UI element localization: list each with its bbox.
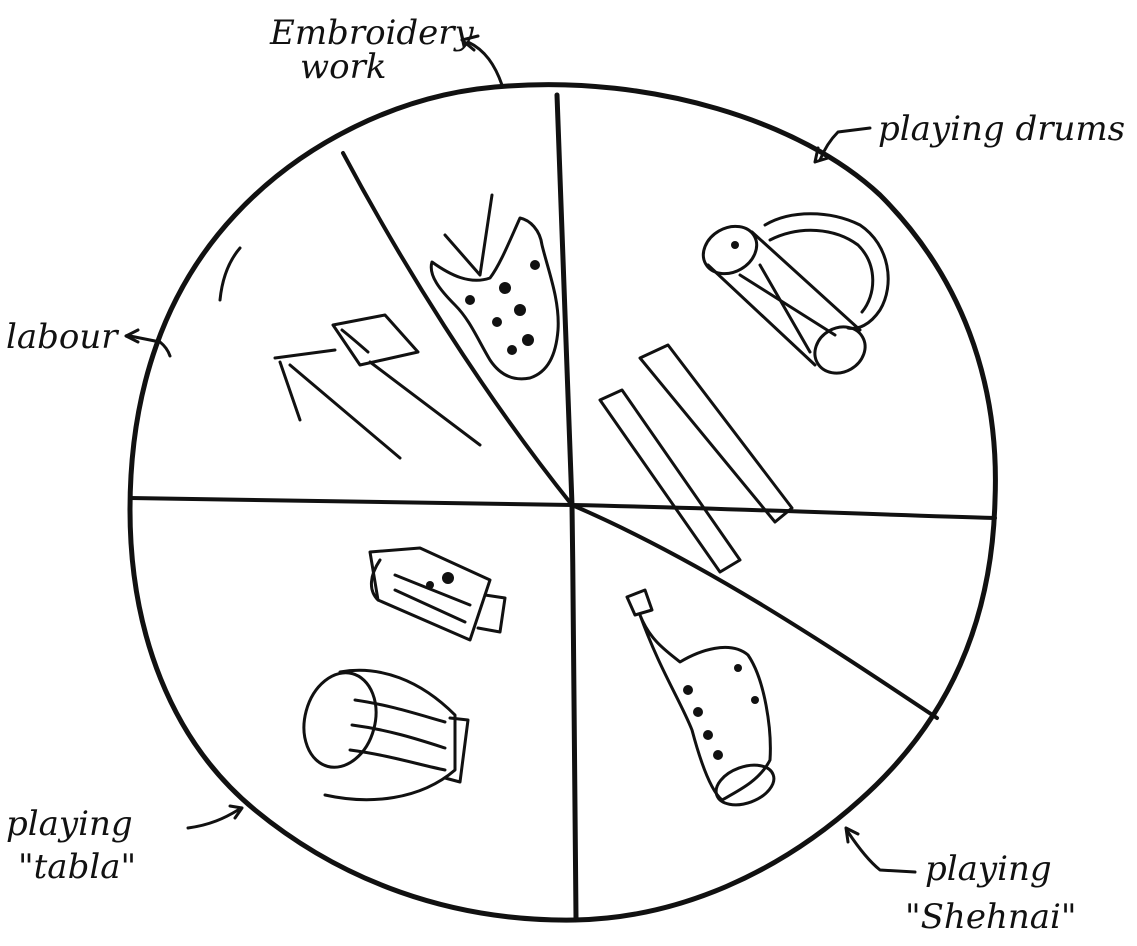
labour-callout-arrow: [126, 330, 170, 356]
shehnai-callout-arrow: [846, 828, 915, 872]
label-tabla-line2: "tabla": [18, 847, 136, 887]
divider-embroidery: [343, 153, 572, 505]
label-shehnai-line1: playing: [925, 849, 1052, 889]
label-shehnai-line2: "Shehnai": [905, 897, 1077, 937]
label-embroidery-line2: work: [300, 47, 386, 87]
tabla-large-drum-icon: [294, 665, 468, 800]
drum-icon: [695, 214, 888, 382]
shehnai-icon: [627, 590, 779, 812]
divider-shehnai: [572, 505, 937, 718]
tabla-callout-arrow: [188, 806, 242, 828]
drums-callout-arrow: [815, 128, 870, 162]
stray-stroke: [220, 248, 240, 300]
label-tabla-line1: playing: [6, 804, 133, 844]
divider-horizontal: [130, 498, 995, 518]
label-drums: playing drums: [878, 109, 1125, 149]
label-labour: labour: [6, 317, 119, 357]
embroidery-icon: [431, 195, 558, 379]
shehnai-sticks-icon: [600, 345, 792, 572]
tabla-small-drum-icon: [370, 548, 505, 640]
